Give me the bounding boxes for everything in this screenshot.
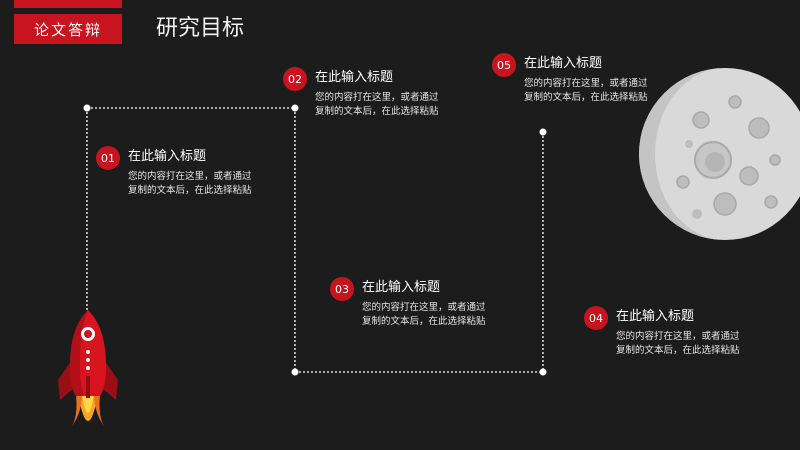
path-node	[539, 128, 547, 136]
top-accent-bar	[14, 0, 122, 8]
path-node	[291, 368, 299, 376]
item-number-badge: 02	[283, 67, 307, 91]
item-body: 您的内容打在这里，或者通过复制的文本后，在此选择粘贴	[315, 92, 439, 117]
item-number-badge: 01	[96, 146, 120, 170]
item-number-badge: 03	[330, 277, 354, 301]
rocket-icon	[58, 310, 118, 426]
item-title: 在此输入标题	[524, 56, 603, 71]
item-number-badge: 04	[584, 306, 608, 330]
item-title: 在此输入标题	[315, 70, 394, 85]
path-node	[539, 368, 547, 376]
item-title: 在此输入标题	[362, 280, 441, 295]
item-title: 在此输入标题	[616, 309, 695, 324]
item-body: 您的内容打在这里，或者通过复制的文本后，在此选择粘贴	[362, 302, 486, 327]
path-node	[83, 104, 91, 112]
page-title: 研究目标	[156, 16, 245, 41]
item-body: 您的内容打在这里，或者通过复制的文本后，在此选择粘贴	[616, 331, 740, 356]
item-title: 在此输入标题	[128, 149, 207, 164]
item-body: 您的内容打在这里，或者通过复制的文本后，在此选择粘贴	[128, 171, 252, 196]
path-node	[291, 104, 299, 112]
section-tag: 论文答辩	[14, 14, 122, 44]
item-body: 您的内容打在这里，或者通过复制的文本后，在此选择粘贴	[524, 78, 648, 103]
item-number-badge: 05	[492, 53, 516, 77]
moon-icon	[639, 68, 800, 240]
